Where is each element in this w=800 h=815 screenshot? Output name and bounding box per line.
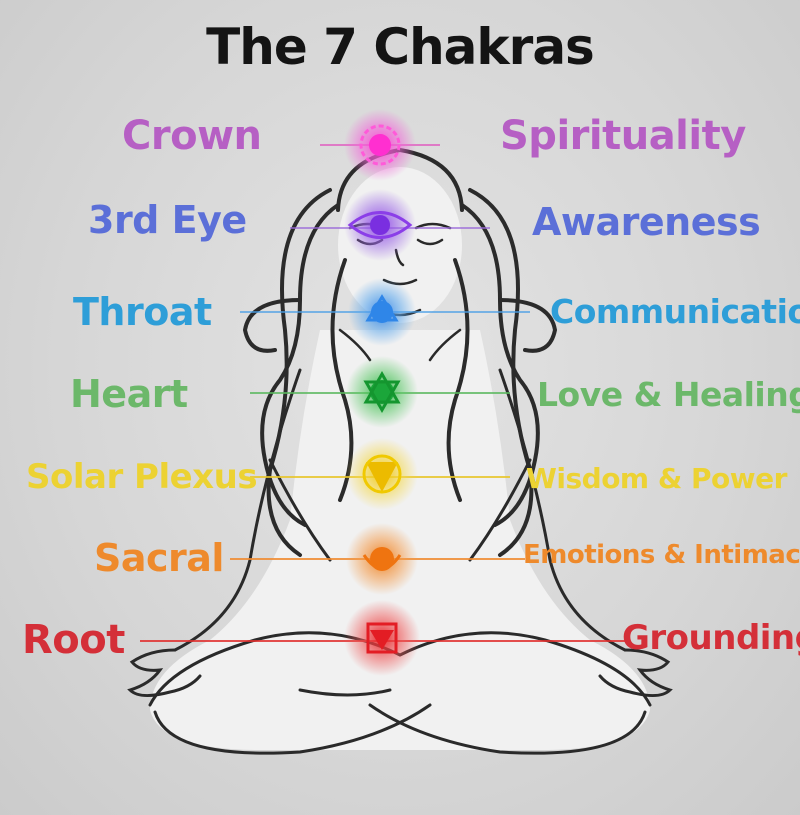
sacral-chakra-icon (346, 523, 418, 595)
chakra-meaning-throat: Communication (550, 292, 800, 331)
heart-chakra-icon (346, 356, 418, 428)
chakra-meaning-root: Grounding (622, 618, 800, 658)
chakra-name-crown: Crown (122, 113, 262, 159)
figure-hair (242, 147, 558, 557)
solar-plexus-chakra-icon (346, 438, 418, 510)
chakra-meaning-crown: Spirituality (500, 113, 746, 159)
chakra-name-root: Root (22, 617, 125, 663)
chakra-name-third-eye: 3rd Eye (88, 198, 247, 242)
chakra-name-sacral: Sacral (94, 536, 224, 580)
chakra-meaning-heart: Love & Healing (537, 375, 800, 414)
throat-chakra-icon (348, 278, 416, 346)
crown-chakra-icon (344, 109, 416, 181)
chakra-meaning-solar-plexus: Wisdom & Power (526, 462, 787, 495)
chakra-meaning-sacral: Emotions & Intimacy (523, 540, 800, 570)
chakra-name-heart: Heart (70, 372, 188, 416)
chakra-name-solar-plexus: Solar Plexus (26, 457, 258, 497)
third-eye-chakra-icon (344, 189, 416, 261)
page-title: The 7 Chakras (206, 18, 595, 76)
chakra-name-throat: Throat (73, 290, 212, 334)
chakra-meaning-third-eye: Awareness (532, 200, 761, 244)
root-chakra-icon (344, 600, 420, 676)
